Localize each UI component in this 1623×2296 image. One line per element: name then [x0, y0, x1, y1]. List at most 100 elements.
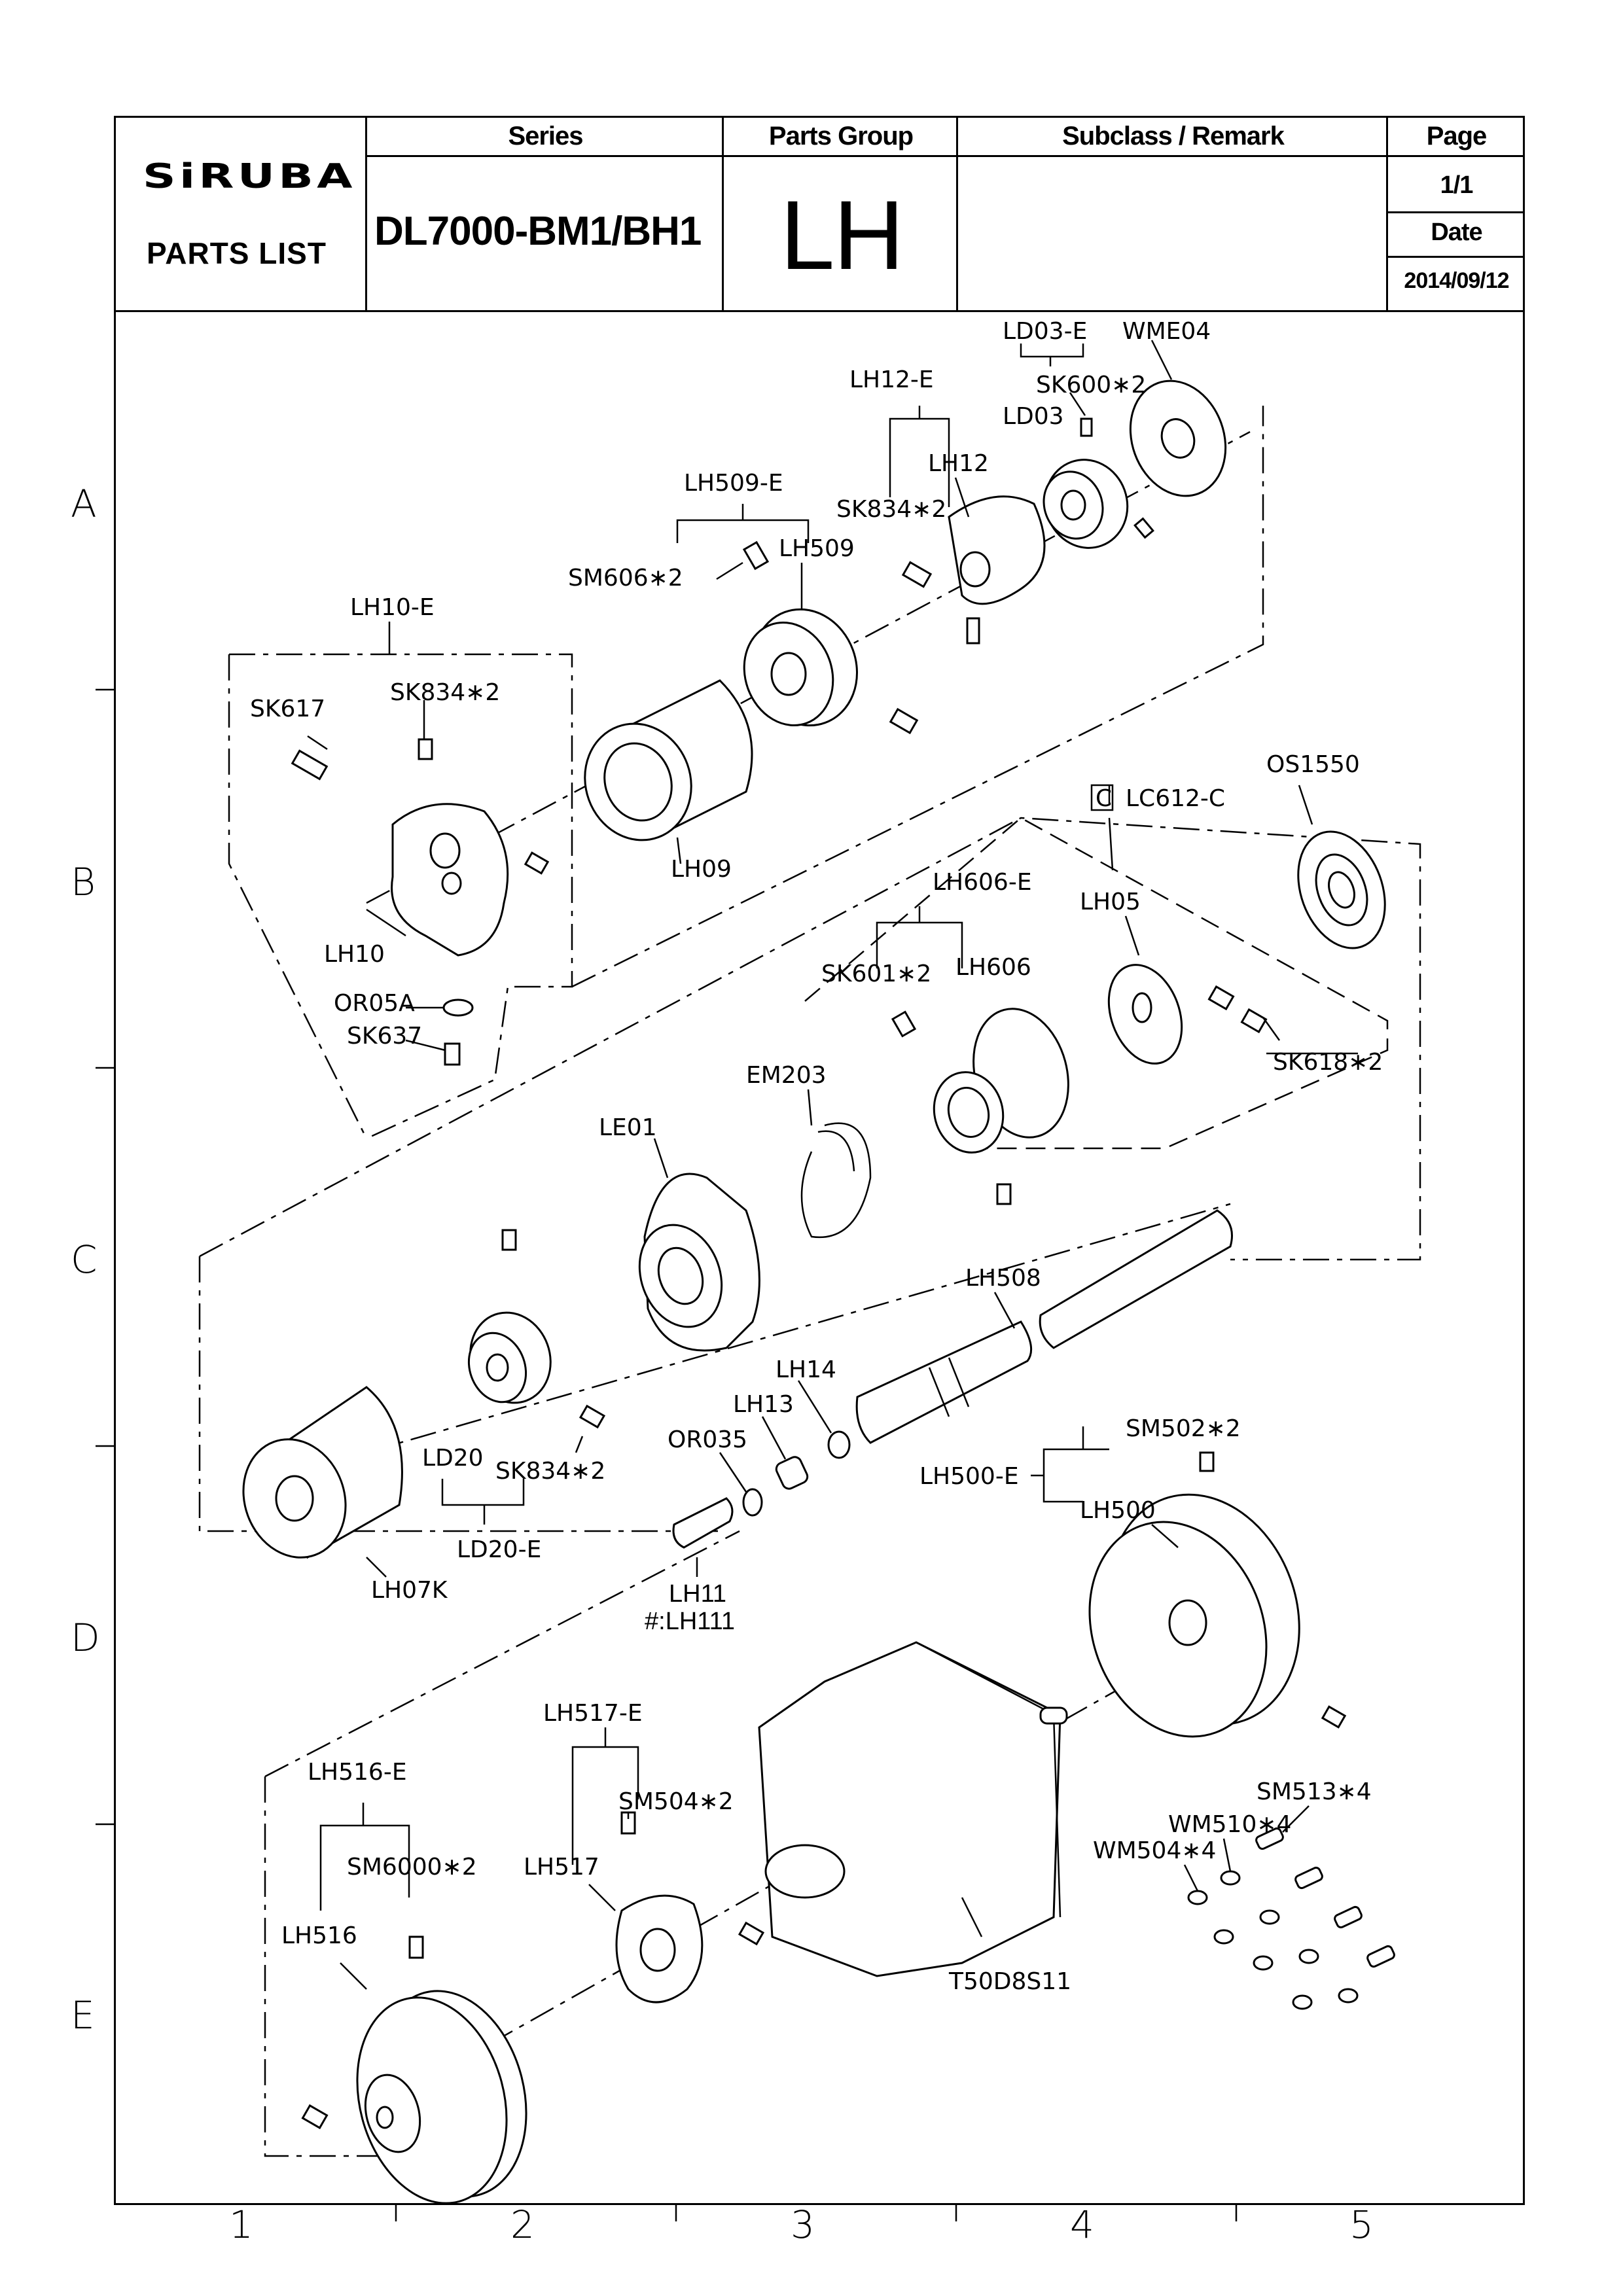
- part-lh517-coupling-jaw: [615, 1811, 765, 2004]
- header-bottom-rule: [114, 310, 1525, 312]
- part-lh07k-coupling: [242, 1386, 403, 1559]
- date-value: 2014/09/12: [1404, 268, 1509, 293]
- callout-lc612c-box-label: C: [1096, 785, 1112, 812]
- brand-cell: [114, 116, 367, 312]
- callout-sm513: SM513∗4: [1257, 1778, 1372, 1805]
- callout-labels: LD03-E WME04 SK600∗2 LD03 LH12-E LH12 SK…: [250, 318, 1383, 1995]
- assembly-boundary-c: [198, 1256, 720, 1532]
- callout-os1550: OS1550: [1266, 751, 1360, 778]
- callout-lh07k: LH07K: [371, 1577, 448, 1604]
- column-ticks: [395, 2205, 1238, 2221]
- part-ld20-collar: [467, 1229, 606, 1429]
- callout-sm6000: SM6000∗2: [347, 1854, 477, 1881]
- callout-lc612c: LC612-C: [1126, 785, 1225, 812]
- zone-row-b: B: [71, 860, 96, 904]
- date-row-divider: [1388, 256, 1525, 258]
- part-os1550-bearing: [1297, 830, 1386, 949]
- axis-line-middle: [274, 1203, 1231, 1480]
- zone-row-a: A: [71, 482, 97, 526]
- lc612c-box: [1090, 784, 1114, 811]
- assembly-boundary-e: [264, 1776, 425, 2157]
- callout-or05a: OR05A: [334, 990, 415, 1017]
- part-sm513-screws-washers: [1187, 1827, 1395, 2010]
- subassembly-lc612c: [804, 817, 1389, 1150]
- part-lh509-collar: [742, 540, 919, 735]
- series-value: DL7000-BM1/BH1: [374, 209, 702, 254]
- callout-sm504: SM504∗2: [618, 1788, 734, 1815]
- date-heading: Date: [1431, 219, 1482, 246]
- callout-sm606: SM606∗2: [568, 565, 683, 592]
- series-heading: Series: [508, 122, 583, 150]
- part-ld03-collar: [1043, 417, 1154, 549]
- zone-col-1: 1: [229, 2202, 253, 2247]
- assembly-boundary-a-left: [228, 654, 368, 1139]
- part-t50d8s11-motor: [758, 1641, 1068, 1977]
- callout-lh10: LH10: [324, 941, 385, 968]
- part-lh606-bushing: [891, 1008, 1069, 1205]
- zone-col-3: 3: [791, 2202, 815, 2247]
- leader-lines: [307, 340, 1358, 1990]
- callout-lh111: #:LH111: [645, 1608, 735, 1635]
- parts-group-value: LH: [780, 180, 904, 290]
- title-block: [114, 116, 1525, 312]
- callout-lh09: LH09: [671, 856, 732, 883]
- callout-ld03: LD03: [1003, 403, 1064, 430]
- zone-row-c: C: [71, 1237, 98, 1282]
- page-value: 1/1: [1440, 171, 1474, 199]
- callout-lh12-e: LH12-E: [849, 366, 934, 393]
- callout-lh12: LH12: [928, 450, 989, 477]
- parts-group-heading: Parts Group: [768, 122, 914, 150]
- callout-sk601: SK601∗2: [821, 961, 931, 987]
- callout-lh606-e: LH606-E: [933, 869, 1032, 896]
- part-lh500-flywheel: [1088, 1451, 1347, 1738]
- callout-lh13: LH13: [733, 1391, 794, 1418]
- assembly-boundary-d: [264, 1530, 740, 1778]
- callout-or035: OR035: [668, 1426, 747, 1453]
- callout-le01: LE01: [599, 1114, 657, 1141]
- document-type: PARTS LIST: [147, 236, 327, 270]
- parts-group-cell: [724, 116, 958, 312]
- part-lh14-pin: [827, 1430, 851, 1459]
- callout-wm510: WM510∗4: [1168, 1811, 1291, 1838]
- part-lh05-plate: [1107, 964, 1268, 1065]
- callout-sk637: SK637: [347, 1023, 422, 1050]
- part-em203-retaining-ring: [800, 1122, 872, 1239]
- callout-lh606: LH606: [955, 954, 1031, 981]
- callout-sk617: SK617: [250, 696, 325, 722]
- callout-lh517: LH517: [524, 1854, 599, 1881]
- part-lh09-bushing: [584, 679, 753, 841]
- callout-lh509-e: LH509-E: [684, 470, 783, 497]
- callout-sk618: SK618∗2: [1273, 1049, 1383, 1076]
- callout-wme04: WME04: [1122, 318, 1211, 345]
- callout-sk600: SK600∗2: [1036, 372, 1146, 398]
- callout-wm504: WM504∗4: [1093, 1837, 1216, 1864]
- part-le01-gear: [638, 1173, 760, 1352]
- callout-t50d8s11: T50D8S11: [948, 1968, 1071, 1995]
- series-cell: [367, 116, 724, 312]
- callout-lh508: LH508: [965, 1265, 1041, 1292]
- callout-ld20-e: LD20-E: [457, 1536, 541, 1563]
- callout-lh500-e: LH500-E: [919, 1463, 1019, 1490]
- zone-row-e: E: [71, 1993, 95, 2038]
- callout-lh10-e: LH10-E: [350, 594, 435, 621]
- zone-row-d: D: [71, 1616, 100, 1660]
- callout-ld03-e: LD03-E: [1003, 318, 1087, 345]
- callout-em203: EM203: [746, 1062, 827, 1089]
- part-lh508-shaft: [855, 1209, 1233, 1444]
- brand-logo: SiRUBA: [143, 157, 356, 196]
- zone-col-2: 2: [510, 2202, 535, 2247]
- part-lh10-hook-driver: [291, 738, 550, 1066]
- callout-lh516: LH516: [281, 1922, 357, 1949]
- callout-lh517-e: LH517-E: [543, 1700, 643, 1727]
- row-ticks: [96, 688, 114, 1826]
- callout-lh11: LH11: [669, 1580, 726, 1608]
- part-lh11-pin: [672, 1497, 734, 1549]
- header-row-divider: [367, 155, 1525, 157]
- callout-lh516-e: LH516-E: [308, 1759, 407, 1786]
- part-or035-oring: [742, 1488, 763, 1517]
- zone-col-4: 4: [1070, 2202, 1094, 2247]
- part-wme04-washer: [1129, 380, 1227, 497]
- assembly-boundary-b: [199, 817, 1421, 1261]
- sheet-frame: [114, 116, 1525, 2205]
